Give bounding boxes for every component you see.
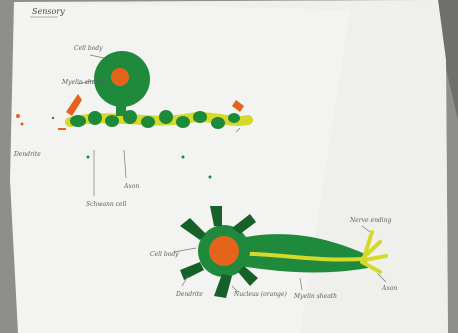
sensory-cell-body-label: Cell body — [74, 45, 103, 52]
motor-nucleus-label: Nucleus (orange) — [233, 291, 287, 298]
motor-myelin-label: Myelin sheath — [293, 293, 337, 300]
motor-nerve-ending-label: Nerve ending — [349, 217, 392, 224]
sensory-myelin-label: Myelin sheath — [61, 79, 105, 86]
sensory-dendrite-label: Dendrite — [13, 151, 41, 158]
motor-nucleus — [209, 236, 239, 266]
motor-dendrite-label: Dendrite — [175, 291, 203, 298]
sensory-schwann-label: Schwann cell — [86, 201, 127, 208]
sensory-nucleus — [111, 68, 129, 86]
sensory-stalk — [116, 104, 126, 116]
page-title: Sensory — [32, 7, 65, 16]
motor-axon-label: Axon — [381, 285, 397, 292]
motor-cell-body-label: Cell body — [150, 251, 179, 258]
sensory-axon-label: Axon — [123, 183, 139, 190]
